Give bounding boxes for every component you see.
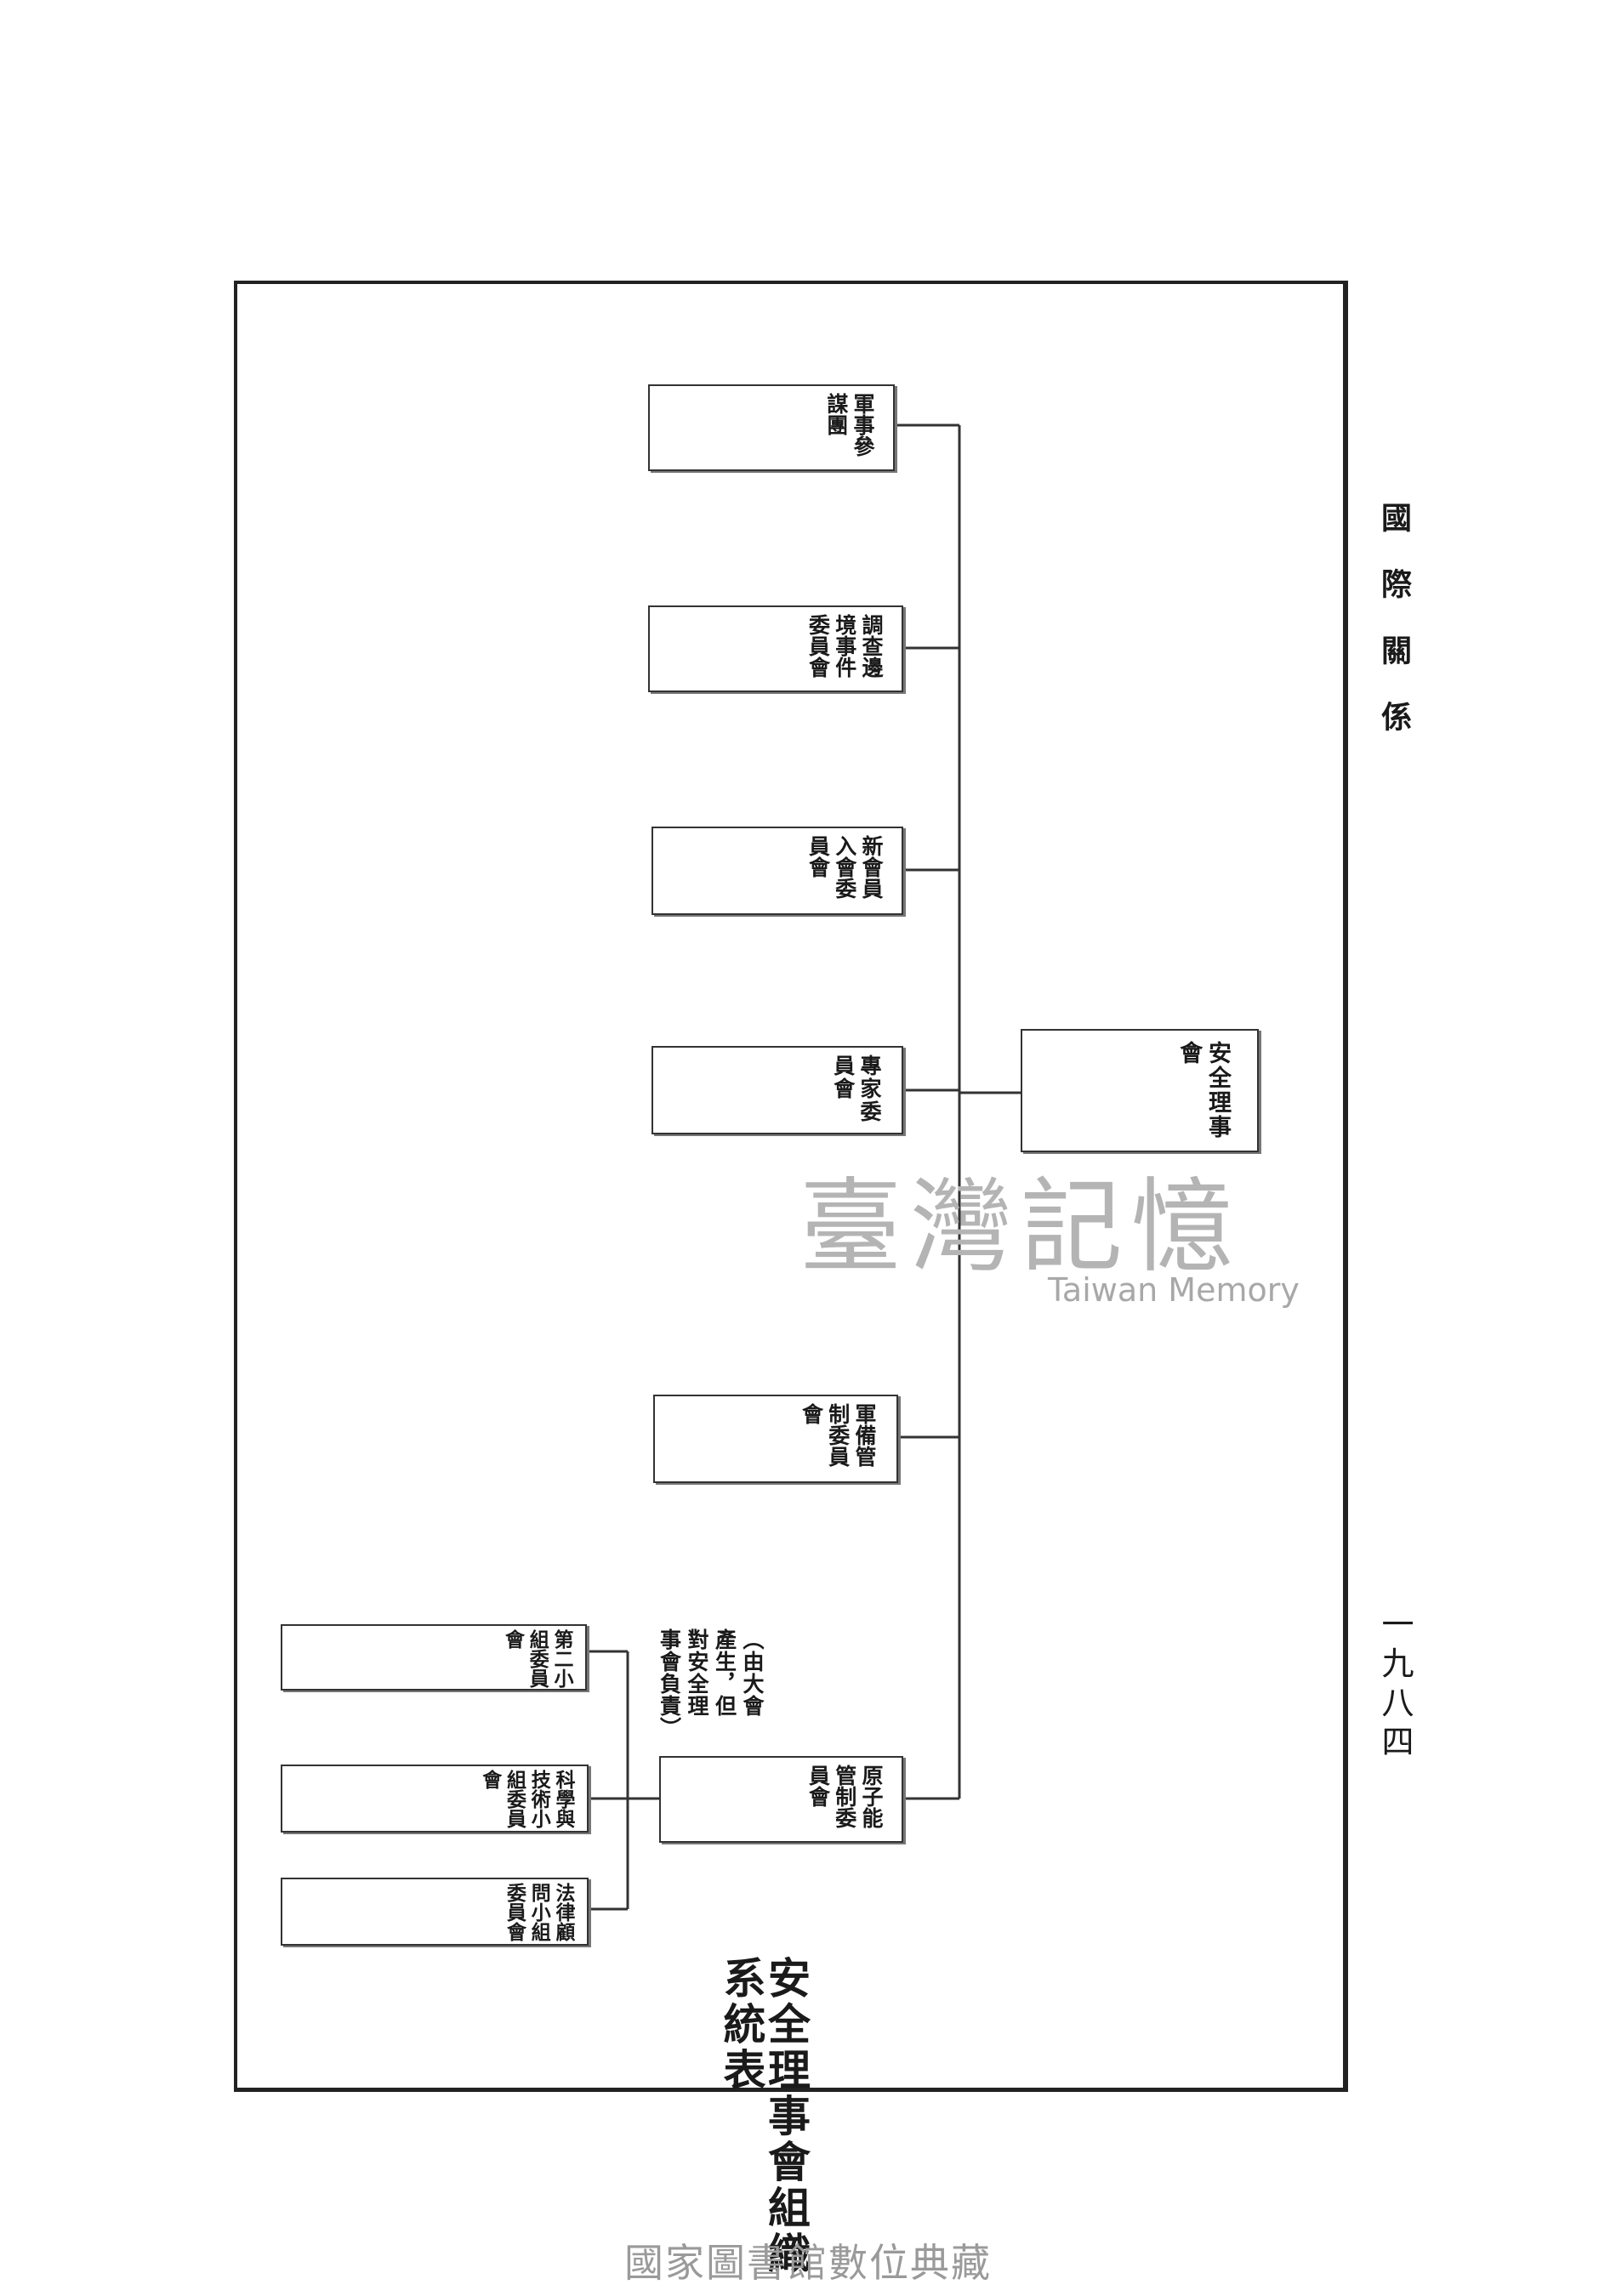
committee-box-military-staff: 軍事參謀團 — [648, 384, 895, 471]
subcommittee-box-second: 第二小組委員會 — [281, 1624, 587, 1691]
committee-box-experts: 專家委員會 — [652, 1046, 903, 1134]
running-head: 國際關係 — [1376, 502, 1412, 767]
subcommittee-box-legal: 法律顧問小組委員會 — [281, 1878, 589, 1946]
committee-label-armaments: 軍備管制委員會 — [799, 1403, 878, 1467]
page-frame — [234, 281, 1348, 2092]
footer-collection-label: 國家圖書館數位典藏 — [624, 2240, 992, 2286]
root-box: 安全理事會 — [1021, 1029, 1259, 1152]
committee-label-experts: 專家委員會 — [830, 1054, 882, 1123]
subcommittee-box-science-tech: 科學與技術小組委員會 — [281, 1765, 589, 1833]
watermark-text: 臺灣記憶 — [799, 1168, 1242, 1287]
committee-label-military-staff: 軍事參謀團 — [823, 393, 875, 457]
subcommittee-label-second: 第二小組委員會 — [501, 1629, 574, 1688]
committee-box-atomic: 原子能管制委員會 — [659, 1756, 903, 1843]
committee-label-atomic: 原子能管制委員會 — [805, 1765, 885, 1828]
chart-title: 安全理事會組織系統表 — [716, 1956, 812, 2277]
committee-box-armaments: 軍備管制委員會 — [653, 1395, 898, 1483]
committee-label-fact-finding: 調查邊境事件委員會 — [805, 614, 885, 678]
committee-label-new-members: 新會員入會委員會 — [805, 835, 885, 899]
root-label: 安全理事會 — [1175, 1041, 1231, 1139]
page-number: 一九八四 — [1376, 1607, 1414, 1764]
atomic-note: （由大會產生，但對安全理事會負責） — [657, 1628, 765, 1739]
committee-box-fact-finding: 調查邊境事件委員會 — [648, 605, 903, 692]
subcommittee-label-legal: 法律顧問小組委員會 — [503, 1883, 576, 1941]
watermark-subtitle: Taiwan Memory — [1048, 1271, 1300, 1309]
subcommittee-label-science-tech: 科學與技術小組委員會 — [478, 1770, 575, 1828]
committee-box-new-members: 新會員入會委員會 — [652, 827, 903, 915]
